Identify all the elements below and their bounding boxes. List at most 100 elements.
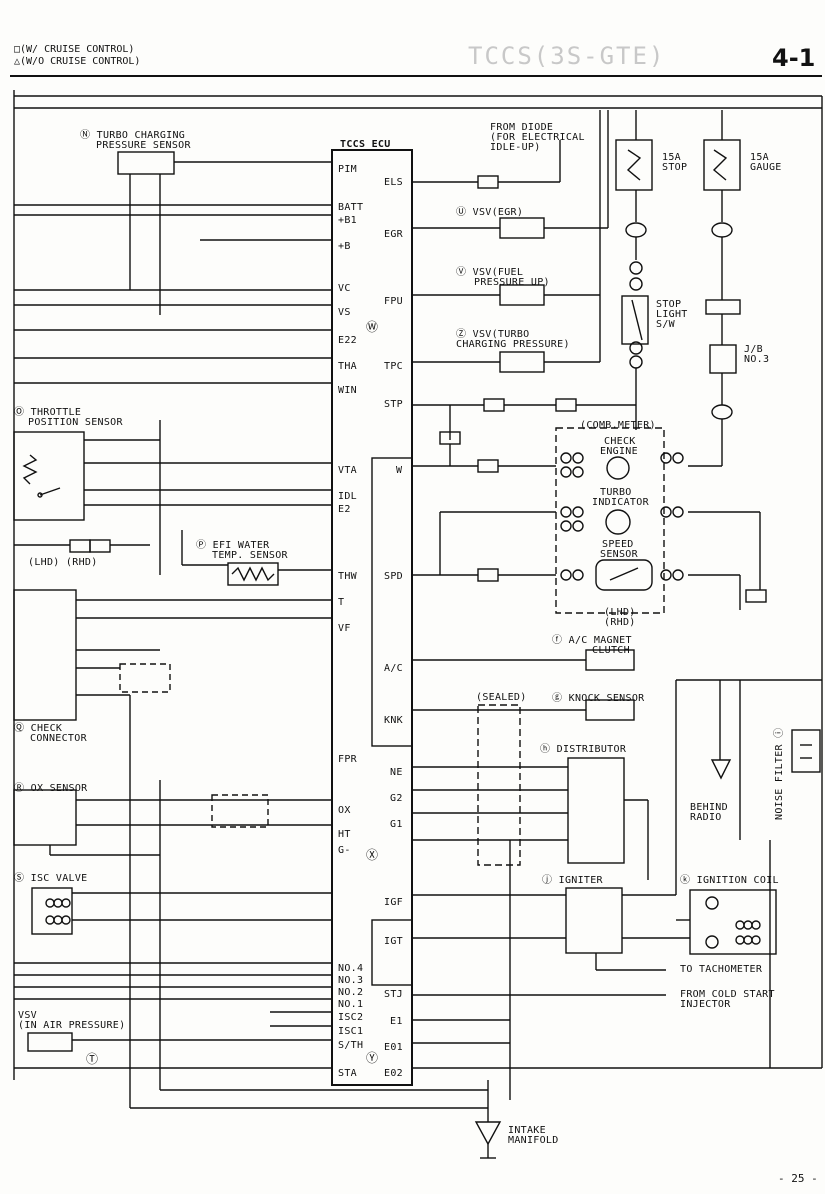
terminal-batt: BATT <box>338 202 364 213</box>
label-fuse-stop-2: STOP <box>662 162 688 173</box>
label-t-mark: Ⓣ <box>86 1052 99 1066</box>
label-speed-sensor-2: SENSOR <box>600 549 638 560</box>
terminal-g1: G1 <box>390 819 403 830</box>
label-from-diode: FROM DIODE <box>490 122 554 133</box>
label-fuse-stop: 15A <box>662 152 681 163</box>
label-ac-magnet: ⓕ A/C MAGNET <box>552 635 632 646</box>
terminal-vc: VC <box>338 283 351 294</box>
label-vsv-air: VSV <box>18 1010 37 1021</box>
terminal-no1: NO.1 <box>338 999 364 1010</box>
terminal-vs: VS <box>338 307 351 318</box>
terminal-pim: PIM <box>338 164 357 175</box>
legend-with-cruise: □(W/ CRUISE CONTROL) <box>14 44 135 55</box>
label-throttle: Ⓞ THROTTLE <box>14 407 82 418</box>
terminal-tpc: TPC <box>384 361 403 372</box>
terminal-vta: VTA <box>338 465 357 476</box>
terminal-tha: THA <box>338 361 357 372</box>
legend: □(W/ CRUISE CONTROL) △(W/O CRUISE CONTRO… <box>14 44 140 68</box>
label-ox-sensor: Ⓡ OX SENSOR <box>14 783 88 794</box>
label-vsv-fuel-2: PRESSURE UP) <box>474 277 550 288</box>
label-from-diode-2: (FOR ELECTRICAL <box>490 132 585 143</box>
label-jb: J/B <box>744 344 763 355</box>
label-ac-magnet-2: CLUTCH <box>592 645 630 656</box>
label-to-tachometer: TO TACHOMETER <box>680 964 763 975</box>
terminal-win: WIN <box>338 385 357 396</box>
terminal-isc1: ISC1 <box>338 1026 364 1037</box>
label-stop-light-2: LIGHT <box>656 309 688 320</box>
terminal-e22: E22 <box>338 335 357 346</box>
terminal-ht: HT <box>338 829 351 840</box>
terminal-ox: OX <box>338 805 351 816</box>
terminal-knk: KNK <box>384 715 403 726</box>
label-lhd: (LHD) <box>604 607 636 618</box>
terminal-vf: VF <box>338 623 351 634</box>
terminal-w: W <box>396 465 403 476</box>
label-throttle-2: POSITION SENSOR <box>28 417 123 428</box>
label-intake: INTAKE <box>508 1125 546 1136</box>
ecu-title: TCCS ECU <box>340 139 391 150</box>
label-lhd-rhd-k: (LHD) (RHD) <box>28 557 98 568</box>
terminal-igf: IGF <box>384 897 403 908</box>
terminal-igt: IGT <box>384 936 403 947</box>
terminal-no3: NO.3 <box>338 975 364 986</box>
label-vsv-turbo: Ⓩ VSV(TURBO <box>456 329 530 340</box>
terminal-fpu: FPU <box>384 296 403 307</box>
terminal-e01: E01 <box>384 1042 403 1053</box>
ghost-title: TCCS(3S-GTE) <box>468 42 666 70</box>
terminal-e02: E02 <box>384 1068 403 1079</box>
terminal-g-minus: G- <box>338 845 351 856</box>
label-igniter: ⓙ IGNITER <box>542 875 603 886</box>
label-distributor: ⓗ DISTRIBUTOR <box>540 744 627 755</box>
ecu-mark: Ⓦ <box>366 320 379 334</box>
terminal-t: T <box>338 597 345 608</box>
label-behind-radio-2: RADIO <box>690 812 722 823</box>
legend-without-cruise: △(W/O CRUISE CONTROL) <box>14 56 141 67</box>
terminal-b1: +B1 <box>338 215 357 226</box>
label-turbo-sensor-2: PRESSURE SENSOR <box>96 140 191 151</box>
label-check-engine-2: ENGINE <box>600 446 638 457</box>
terminal-e1: E1 <box>390 1016 403 1027</box>
label-behind-radio: BEHIND <box>690 802 728 813</box>
terminal-egr: EGR <box>384 229 403 240</box>
terminal-sta: STA <box>338 1068 357 1079</box>
terminal-b: +B <box>338 241 351 252</box>
label-speed-sensor: SPEED <box>602 539 634 550</box>
page-number: - 25 - <box>778 1172 818 1185</box>
label-efi-water: Ⓟ EFI WATER <box>196 540 270 551</box>
label-check-connector: Ⓠ CHECK <box>14 723 63 734</box>
terminal-ac: A/C <box>384 663 403 674</box>
terminal-stp: STP <box>384 399 403 410</box>
label-jb-2: NO.3 <box>744 354 770 365</box>
terminal-thw: THW <box>338 571 357 582</box>
terminal-ne: NE <box>390 767 403 778</box>
label-knock-sensor: ⓖ KNOCK SENSOR <box>552 693 645 704</box>
section-number: 4-1 <box>772 44 816 72</box>
terminal-e2: E2 <box>338 504 351 515</box>
label-efi-water-2: TEMP. SENSOR <box>212 550 288 561</box>
label-stop-light: STOP <box>656 299 682 310</box>
label-from-cold-start: FROM COLD START <box>680 989 775 1000</box>
terminal-stj: STJ <box>384 989 403 1000</box>
terminal-g2: G2 <box>390 793 403 804</box>
label-check-connector-2: CONNECTOR <box>30 733 87 744</box>
terminal-no4: NO.4 <box>338 963 364 974</box>
label-turbo-sensor: Ⓝ TURBO CHARGING <box>80 130 186 141</box>
terminal-idl: IDL <box>338 491 357 502</box>
label-injector: INJECTOR <box>680 999 731 1010</box>
label-vsv-turbo-2: CHARGING PRESSURE) <box>456 339 570 350</box>
label-turbo-indicator-2: INDICATOR <box>592 497 649 508</box>
label-from-diode-3: IDLE-UP) <box>490 142 541 153</box>
label-noise-filter: NOISE FILTER ⓘ <box>774 727 785 820</box>
label-x-mark: Ⓧ <box>366 848 379 862</box>
label-fuse-gauge-2: GAUGE <box>750 162 782 173</box>
terminal-fpr: FPR <box>338 754 357 765</box>
label-check-engine: CHECK <box>604 436 636 447</box>
label-fuse-gauge: 15A <box>750 152 769 163</box>
label-stop-light-3: S/W <box>656 319 675 330</box>
terminal-els: ELS <box>384 177 403 188</box>
label-vsv-air-2: (IN AIR PRESSURE) <box>18 1020 126 1031</box>
label-comb-meter: (COMB.METER) <box>580 420 656 431</box>
label-y-mark: Ⓨ <box>366 1051 379 1065</box>
